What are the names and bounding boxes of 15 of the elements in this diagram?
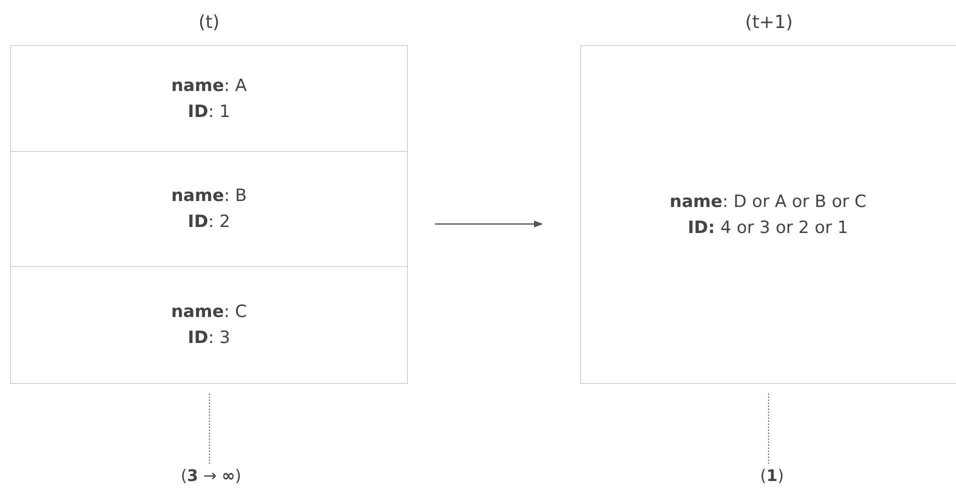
field-text: ID: 2 <box>188 211 230 234</box>
field-text: ID: 1 <box>188 100 230 124</box>
field-text: name: C <box>171 300 247 324</box>
field-text: ID: 4 or 3 or 2 or 1 <box>688 216 848 240</box>
count-label: (1) <box>722 466 822 490</box>
field-text: name: B <box>171 185 247 208</box>
field-text: name: A <box>171 74 247 98</box>
dotted-line <box>768 392 769 464</box>
state-heading: (t) <box>198 11 220 35</box>
count-label: (3 → ∞) <box>161 466 261 490</box>
dotted-line <box>209 392 210 464</box>
field-text: name: D or A or B or C <box>670 190 866 214</box>
arrow <box>435 220 543 228</box>
state-heading: (t+1) <box>745 11 793 35</box>
field-text: ID: 3 <box>188 326 230 350</box>
